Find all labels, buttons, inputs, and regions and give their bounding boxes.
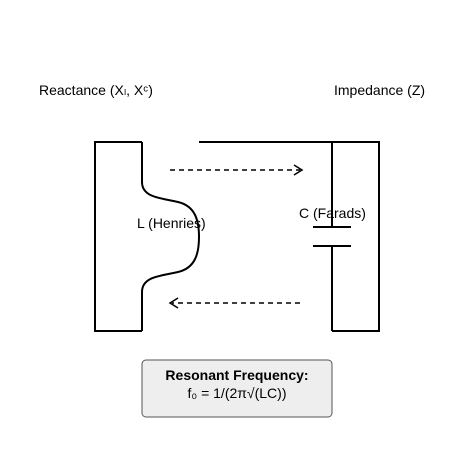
right-loop-wire <box>199 141 380 332</box>
resonance-formula: f₀ = 1/(2π√(LC)) <box>187 385 286 401</box>
inductor-symbol <box>141 142 201 331</box>
capacitor-label: C (Farads) <box>299 205 366 221</box>
inductor-label: L (Henries) <box>137 215 206 231</box>
backward-arrow-head <box>168 297 179 309</box>
resonance-box <box>141 359 333 418</box>
resonance-title: Resonant Frequency: <box>165 367 308 383</box>
left-loop-wire <box>94 141 142 332</box>
reactance-label: Reactance (Xₗ, Xᶜ) <box>39 82 153 98</box>
forward-arrow-head <box>293 164 304 176</box>
impedance-label: Impedance (Z) <box>334 82 425 98</box>
